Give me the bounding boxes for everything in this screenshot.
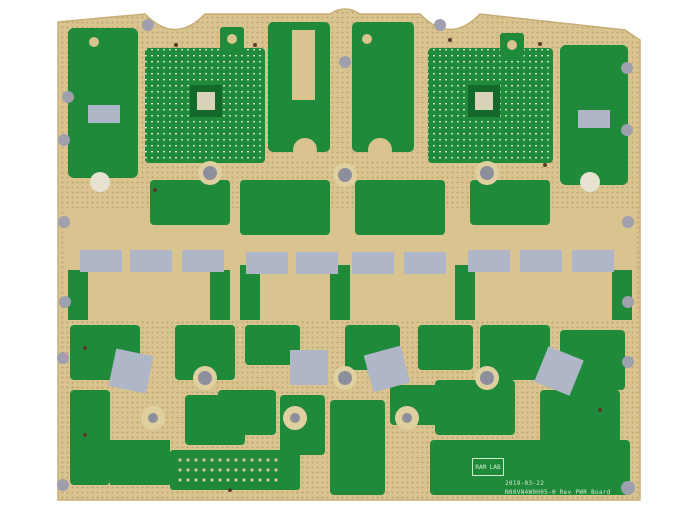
part-marking: N00VN4W0H05-0 Rev PWR Board	[505, 489, 611, 496]
date-code: 2019-03-22	[505, 480, 545, 487]
lab-label: RAM LAB	[472, 458, 504, 476]
